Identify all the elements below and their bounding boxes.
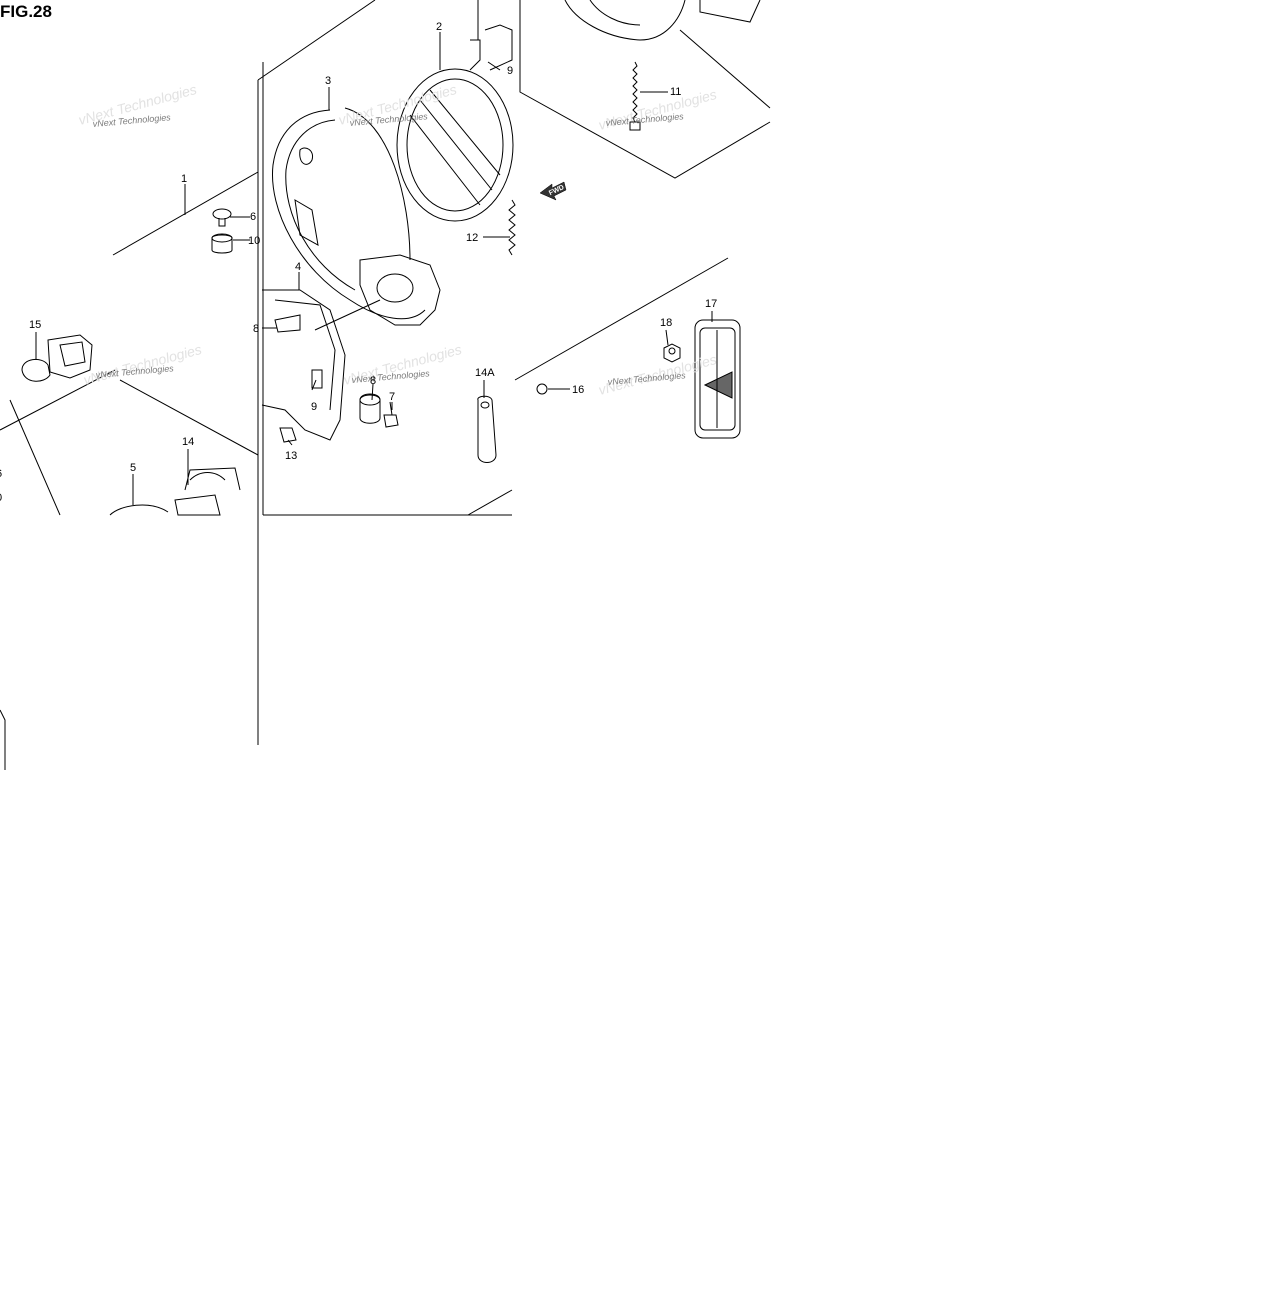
screw-16 [536,383,548,395]
callout-6: 6 [250,211,256,223]
nut-18 [663,343,681,363]
callout-4: 4 [295,261,301,273]
callout-8: 8 [370,375,376,387]
frame-side-right-panel [514,257,729,381]
callout-edge-6: 6 [0,468,2,480]
headlight-rim [271,109,426,320]
reflector-17 [694,319,741,439]
rim-upper-right [564,0,686,41]
callout-labels: 1 2 3 4 5 6 10 7 8 8 9 9 11 12 13 14 14A… [0,21,717,504]
callout-17: 17 [705,298,717,310]
callout-7: 7 [389,391,395,403]
adjust-spring-11 [632,61,638,123]
frame-top-right-panel [519,0,771,179]
watermark-faint: vNext Technologies [82,341,204,388]
headlight-unit-5 [109,504,169,516]
harness-clamp-14a [477,395,497,463]
rubber-damper-8 [359,393,381,424]
grommet-10 [211,234,233,254]
figure-title: FIG.28 [0,2,52,21]
headlight-lens [396,68,514,222]
headlight-case [359,254,441,326]
callout-11: 11 [670,86,681,98]
callout-2: 2 [436,21,442,33]
screw-6 [212,208,232,220]
callout-10: 10 [248,235,260,247]
callout-3: 3 [325,75,331,87]
callout-18: 18 [660,317,672,329]
callout-14: 14 [182,436,194,448]
frame-main-panel [262,62,513,516]
callout-16: 16 [572,384,584,396]
headlight-bracket [261,289,346,441]
callout-1: 1 [181,173,187,185]
callout-13: 13 [285,450,297,462]
bulb-socket [174,467,241,516]
callout-9-top: 9 [507,65,513,77]
clip-13 [279,427,297,443]
callout-15: 15 [29,319,41,331]
callout-edge-0: 0 [0,492,2,504]
callout-8-left: 8 [253,323,259,335]
watermarks: vNext Technologies vNext Technologies vN… [77,81,719,398]
callout-5: 5 [130,462,136,474]
adjust-spring-12 [508,199,516,256]
frame-left-lower [0,369,259,770]
fwd-arrow-icon: FWD [539,181,567,201]
bolt-7 [383,401,399,428]
callout-12: 12 [466,232,478,244]
leader-lines [35,32,713,505]
callout-9: 9 [311,401,317,413]
callout-14a: 14A [475,367,495,379]
headlight-bulb [21,358,51,382]
